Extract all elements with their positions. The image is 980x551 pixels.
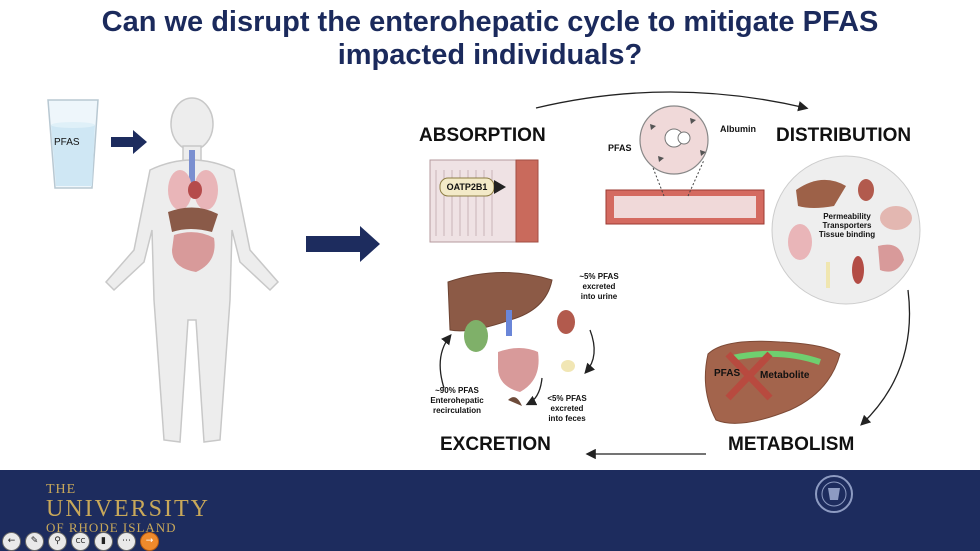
university-seal-icon bbox=[815, 475, 853, 513]
urine-line-1: ~5% PFAS bbox=[579, 272, 619, 281]
back-icon[interactable]: ← bbox=[2, 531, 21, 551]
more-icon[interactable]: ⋯ bbox=[117, 531, 136, 551]
stage-distribution-label: DISTRIBUTION bbox=[776, 125, 912, 146]
urine-line-2: excreted bbox=[582, 282, 616, 291]
arrow-body-to-cycle-icon bbox=[306, 226, 380, 262]
liver-metabolism-figure bbox=[704, 340, 841, 424]
player-controls: ← ✎ ⚲ CC ▮ ⋯ → bbox=[2, 531, 159, 551]
distribution-factors-label: Permeability Transporters Tissue binding bbox=[812, 212, 882, 239]
excretion-organs-figure bbox=[447, 271, 596, 406]
video-icon[interactable]: ▮ bbox=[94, 531, 113, 551]
tissue-binding-label: Tissue binding bbox=[818, 230, 876, 239]
internal-organs-figure bbox=[168, 150, 218, 272]
recirc-line-2: Enterohepatic bbox=[430, 396, 484, 405]
metabolism-pfas-label: PFAS bbox=[714, 368, 741, 379]
slide-title-line-1: Can we disrupt the enterohepatic cycle t… bbox=[101, 6, 879, 38]
urine-line-3: into urine bbox=[580, 292, 618, 301]
feces-line-2: excreted bbox=[550, 404, 584, 413]
footer-band bbox=[0, 470, 980, 551]
slide-title-line-2: impacted individuals? bbox=[337, 39, 643, 71]
feces-line-3: into feces bbox=[548, 414, 586, 423]
metabolite-label: Metabolite bbox=[760, 370, 810, 381]
transporter-label: OATP2B1 bbox=[446, 182, 488, 192]
recirc-line-3: recirculation bbox=[432, 406, 481, 415]
feces-line-1: <5% PFAS bbox=[547, 394, 587, 403]
urine-excretion-label: ~5% PFAS excreted into urine bbox=[568, 272, 630, 302]
permeability-label: Permeability bbox=[823, 212, 871, 221]
slide-illustrations bbox=[47, 91, 921, 460]
stage-excretion-label: EXCRETION bbox=[440, 434, 551, 455]
recirculation-label: ~90% PFAS Enterohepatic recirculation bbox=[420, 386, 494, 416]
blood-vessel-figure bbox=[605, 105, 765, 225]
forward-icon[interactable]: → bbox=[140, 531, 159, 551]
university-logo-line-2: UNIVERSITY bbox=[46, 496, 210, 522]
recirc-line-1: ~90% PFAS bbox=[435, 386, 479, 395]
stage-absorption-label: ABSORPTION bbox=[419, 125, 546, 146]
albumin-label: Albumin bbox=[720, 124, 756, 134]
organ-distribution-figure bbox=[771, 155, 921, 305]
arrow-glass-to-body-icon bbox=[111, 130, 147, 154]
pen-icon[interactable]: ✎ bbox=[25, 531, 44, 551]
slide-title: Can we disrupt the enterohepatic cycle t… bbox=[0, 6, 980, 72]
feces-excretion-label: <5% PFAS excreted into feces bbox=[536, 394, 598, 424]
slide-canvas: Can we disrupt the enterohepatic cycle t… bbox=[0, 6, 980, 460]
transporters-label: Transporters bbox=[822, 221, 872, 230]
water-glass-icon bbox=[47, 99, 99, 189]
university-logo-line-3: OF RHODE ISLAND bbox=[46, 520, 177, 535]
glass-label: PFAS bbox=[54, 137, 80, 148]
distribution-pfas-label: PFAS bbox=[608, 143, 632, 153]
intestinal-cell-figure bbox=[429, 159, 539, 243]
university-logo-line-1: THE bbox=[46, 482, 77, 497]
cycle-arrows bbox=[439, 91, 911, 460]
human-body-figure bbox=[104, 97, 280, 443]
zoom-icon[interactable]: ⚲ bbox=[48, 531, 67, 551]
captions-icon[interactable]: CC bbox=[71, 531, 90, 551]
university-logo: THE UNIVERSITY OF RHODE ISLAND bbox=[46, 483, 210, 535]
stage-metabolism-label: METABOLISM bbox=[728, 434, 855, 455]
